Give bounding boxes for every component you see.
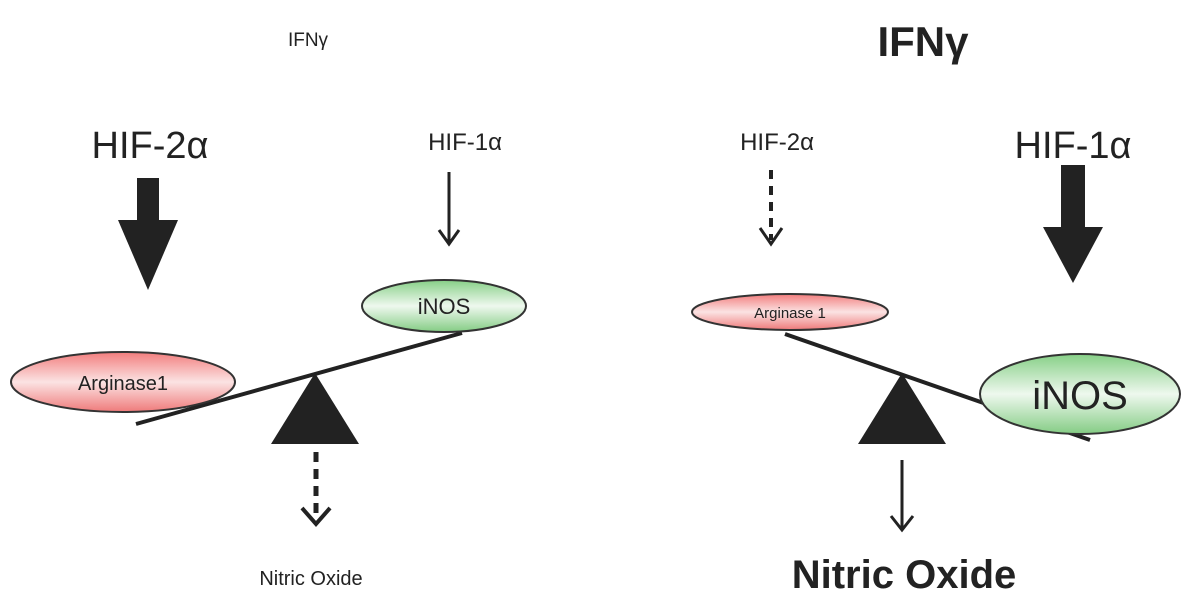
left-fulcrum-triangle bbox=[271, 373, 359, 444]
left-hif1-thin-arrow bbox=[437, 172, 461, 247]
right-hif2-label: HIF-2α bbox=[740, 129, 814, 156]
left-hif2-label: HIF-2α bbox=[92, 125, 209, 167]
right-nitric-oxide-label: Nitric Oxide bbox=[792, 553, 1017, 597]
right-fulcrum-triangle bbox=[858, 373, 946, 444]
left-hif1-label: HIF-1α bbox=[428, 129, 502, 156]
right-hif1-label: HIF-1α bbox=[1015, 125, 1132, 167]
left-arginase1-node: Arginase1 bbox=[10, 351, 236, 413]
left-arginase1-label: Arginase1 bbox=[78, 373, 168, 395]
right-hif1-thick-arrow bbox=[1043, 165, 1103, 283]
left-ifn-gamma-label: IFNγ bbox=[288, 30, 329, 51]
right-arginase1-label: Arginase 1 bbox=[754, 305, 826, 322]
left-hif2-thick-arrow bbox=[118, 178, 178, 290]
left-nitric-oxide-label: Nitric Oxide bbox=[259, 568, 362, 590]
right-hif2-dashed-arrow bbox=[758, 170, 784, 247]
left-inos-label: iNOS bbox=[418, 294, 471, 319]
right-ifn-gamma-label: IFNγ bbox=[877, 18, 969, 65]
right-arginase1-node: Arginase 1 bbox=[691, 293, 889, 331]
right-inos-node: iNOS bbox=[979, 353, 1181, 435]
right-solid-output-arrow bbox=[889, 460, 915, 533]
left-dashed-output-arrow bbox=[300, 452, 332, 528]
right-panel: IFNγ HIF-2α HIF-1α Arginase 1 iNOS bbox=[691, 18, 1181, 597]
right-inos-label: iNOS bbox=[1032, 374, 1128, 418]
left-panel: IFNγ HIF-2α HIF-1α Arginase1 iNOS bbox=[10, 30, 527, 590]
left-inos-node: iNOS bbox=[361, 279, 527, 333]
left-balance-beam bbox=[135, 331, 463, 426]
